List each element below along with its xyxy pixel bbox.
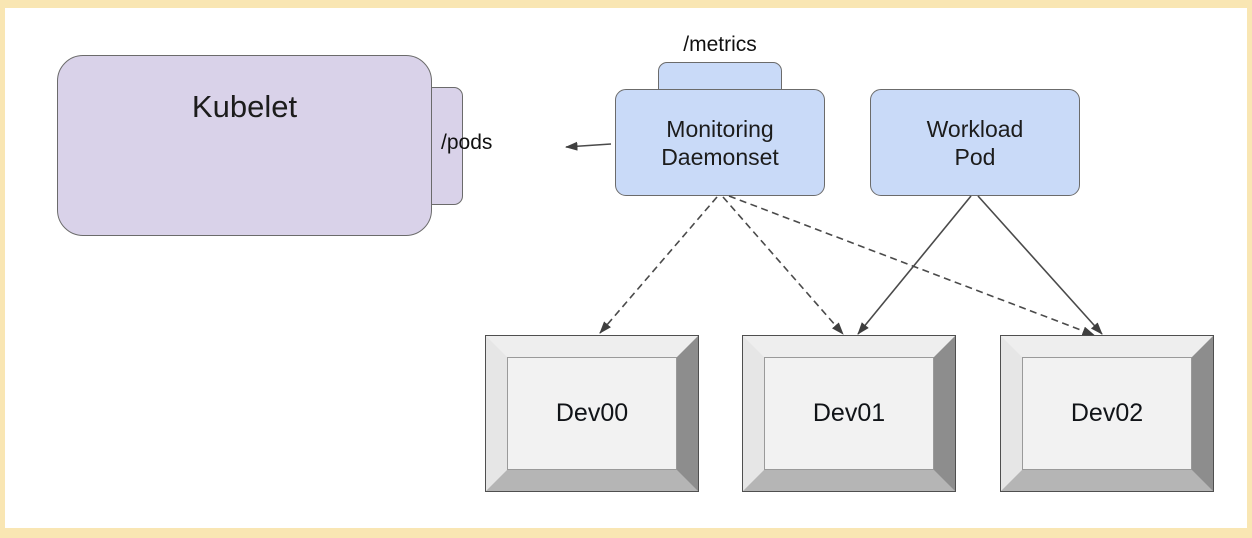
monitoring-daemonset-node[interactable]: Monitoring Daemonset bbox=[615, 89, 825, 196]
edge-workload-to-dev01 bbox=[857, 195, 972, 335]
device-dev01-face: Dev01 bbox=[764, 357, 934, 470]
edge-daemonset-to-dev02 bbox=[728, 195, 1095, 336]
edge-daemonset-to-dev00 bbox=[599, 196, 718, 334]
device-dev01-label: Dev01 bbox=[812, 399, 886, 427]
device-dev00[interactable]: Dev00 bbox=[485, 335, 699, 492]
device-dev00-bevel: Dev00 bbox=[486, 336, 698, 491]
workload-pod-label-line2: Pod bbox=[954, 143, 996, 170]
edge-daemonset-to-pods bbox=[565, 141, 612, 151]
device-dev00-face: Dev00 bbox=[507, 357, 677, 470]
pods-endpoint-label: /pods bbox=[441, 131, 493, 154]
device-dev01-bevel: Dev01 bbox=[743, 336, 955, 491]
edge-daemonset-to-dev01 bbox=[722, 196, 844, 335]
device-dev01[interactable]: Dev01 bbox=[742, 335, 956, 492]
device-dev02-bevel: Dev02 bbox=[1001, 336, 1213, 491]
workload-pod-node[interactable]: Workload Pod bbox=[870, 89, 1080, 196]
metrics-endpoint-label: /metrics bbox=[683, 33, 757, 56]
monitoring-daemonset-label-line1: Monitoring bbox=[666, 115, 774, 142]
monitoring-daemonset-label-line2: Daemonset bbox=[661, 143, 779, 170]
device-dev02[interactable]: Dev02 bbox=[1000, 335, 1214, 492]
device-dev02-label: Dev02 bbox=[1070, 399, 1144, 427]
device-dev00-label: Dev00 bbox=[555, 399, 629, 427]
workload-pod-label-line1: Workload bbox=[926, 115, 1024, 142]
kubelet-label: Kubelet bbox=[191, 89, 298, 124]
edge-workload-to-dev02 bbox=[977, 195, 1103, 335]
kubelet-node[interactable]: Kubelet bbox=[57, 55, 432, 236]
device-dev02-face: Dev02 bbox=[1022, 357, 1192, 470]
